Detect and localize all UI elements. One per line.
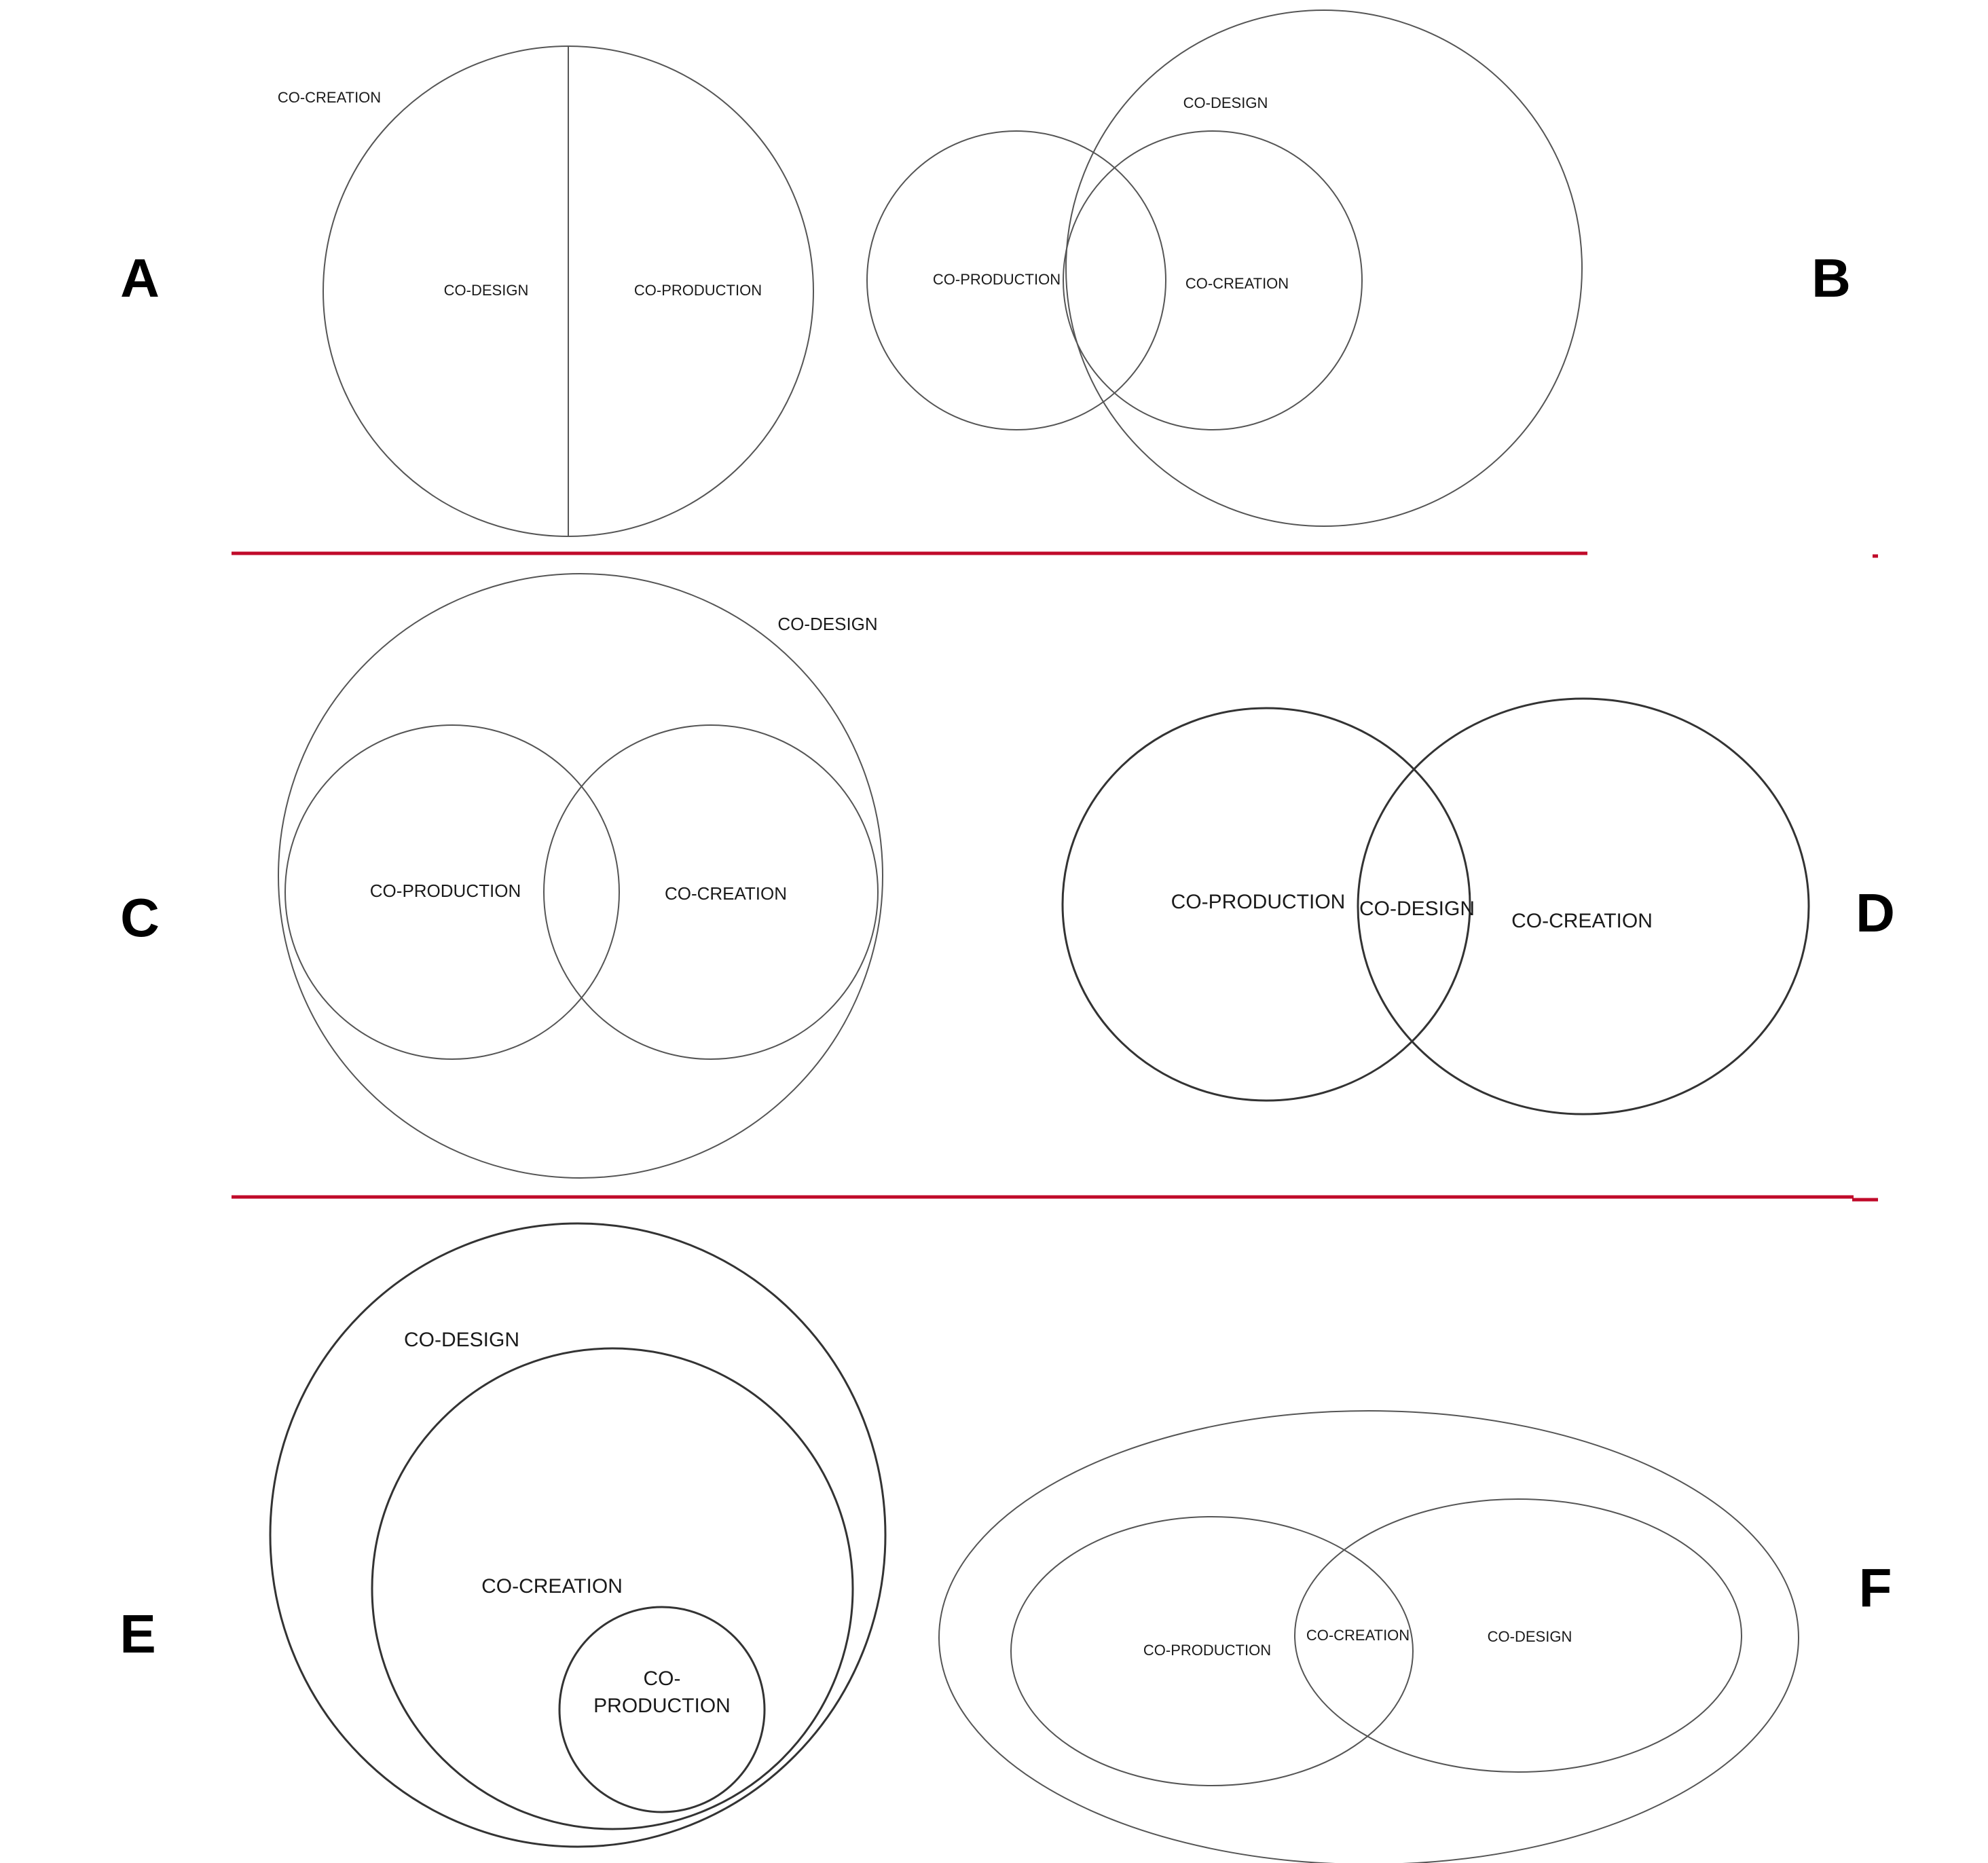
panel-f-letter: F	[1859, 1557, 1892, 1618]
panel-b-left-label: CO-PRODUCTION	[933, 271, 1061, 288]
panel-f: CO-PRODUCTION CO-CREATION CO-DESIGN F	[938, 1410, 1892, 1863]
panel-f-left-ellipse	[1010, 1516, 1414, 1786]
panel-e-inner-label-line1: CO-	[644, 1667, 681, 1690]
panel-e-outer-label: CO-DESIGN	[404, 1329, 519, 1351]
panel-b-right-label: CO-CREATION	[1185, 275, 1289, 292]
panel-f-left-label: CO-PRODUCTION	[1143, 1642, 1271, 1659]
panel-e-middle-label: CO-CREATION	[481, 1575, 623, 1598]
panel-b: CO-DESIGN CO-PRODUCTION CO-CREATION B	[866, 10, 1851, 527]
panel-e-inner-label-line2: PRODUCTION	[593, 1695, 731, 1717]
panel-d-right-label: CO-CREATION	[1511, 910, 1653, 932]
panel-a-right-label: CO-PRODUCTION	[634, 282, 762, 299]
panel-c-right-circle	[543, 724, 879, 1060]
panel-b-outer-label: CO-DESIGN	[1183, 94, 1268, 111]
panel-d-middle-label: CO-DESIGN	[1359, 898, 1475, 920]
panel-a-outer-label: CO-CREATION	[278, 89, 381, 106]
panel-a-letter: A	[120, 248, 160, 308]
panel-b-right-circle	[1063, 130, 1363, 430]
panel-a: CO-CREATION CO-DESIGN CO-PRODUCTION A	[120, 45, 814, 537]
panel-b-left-circle	[866, 130, 1166, 430]
panel-b-letter: B	[1811, 248, 1851, 308]
panel-e-letter: E	[119, 1604, 155, 1664]
panel-c-left-label: CO-PRODUCTION	[370, 881, 521, 901]
panel-d-letter: D	[1856, 883, 1895, 943]
panel-c-left-circle	[284, 724, 620, 1060]
panel-e: CO-DESIGN CO-CREATION CO- PRODUCTION E	[119, 1222, 887, 1848]
panel-b-outer-circle	[1065, 10, 1583, 527]
panel-d: CO-PRODUCTION CO-DESIGN CO-CREATION D	[1061, 697, 1895, 1115]
panel-c-outer-label: CO-DESIGN	[777, 614, 877, 634]
panel-e-inner-circle	[558, 1606, 766, 1813]
panel-f-middle-label: CO-CREATION	[1306, 1627, 1410, 1644]
panel-e-outer-circle	[269, 1222, 887, 1848]
panel-d-right-circle	[1357, 697, 1810, 1115]
panel-e-middle-circle	[371, 1347, 854, 1830]
panel-c-right-label: CO-CREATION	[665, 883, 787, 904]
panel-c-outer-circle	[278, 573, 883, 1179]
panel-f-right-ellipse	[1294, 1498, 1742, 1773]
panel-c-letter: C	[120, 887, 160, 948]
panel-f-outer-ellipse	[938, 1410, 1799, 1863]
panel-f-right-label: CO-DESIGN	[1488, 1628, 1572, 1645]
panel-a-left-label: CO-DESIGN	[444, 282, 529, 299]
panel-c: CO-DESIGN CO-PRODUCTION CO-CREATION C	[120, 573, 883, 1179]
panel-d-left-label: CO-PRODUCTION	[1171, 891, 1346, 913]
panel-d-left-circle	[1061, 707, 1471, 1102]
